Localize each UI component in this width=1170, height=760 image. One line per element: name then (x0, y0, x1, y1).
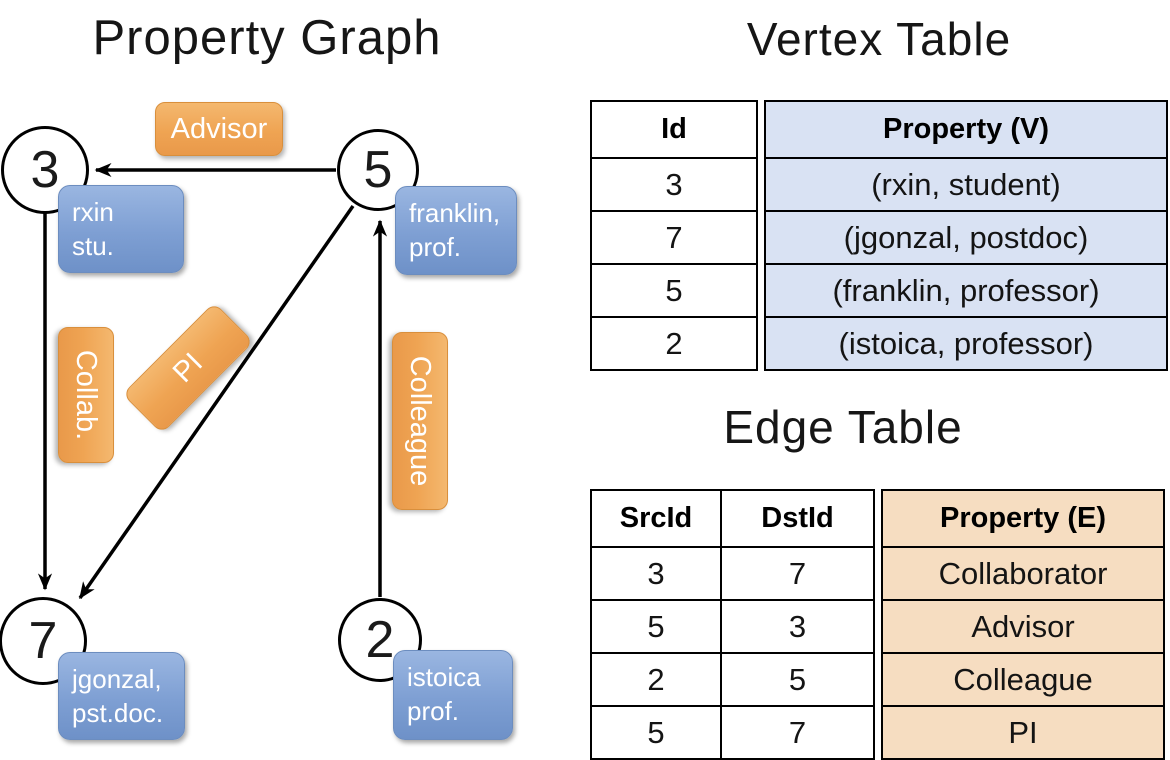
edge-property-header: Property (E) (881, 489, 1165, 548)
table-row: (rxin, student) (764, 157, 1168, 212)
vertex-property-cell: (rxin, student) (764, 157, 1168, 212)
vertex-property-line: istoica (407, 662, 481, 692)
node-id-label: 7 (28, 612, 58, 670)
vertex-property-header: Property (V) (764, 100, 1168, 159)
edge-5-to-7 (78, 204, 355, 600)
edge-src-dst-table: SrcId DstId 3 7 5 3 2 5 5 (590, 489, 875, 760)
vertex-property-line: prof. (407, 696, 460, 727)
vertex-property-box-5: franklin, prof. (395, 186, 517, 275)
node-id-label: 2 (365, 611, 395, 669)
table-row: Advisor (881, 599, 1165, 654)
graph-edges (37, 162, 388, 600)
node-id-label: 5 (363, 141, 393, 199)
vertex-property-line: rxin (72, 197, 114, 227)
graph-node-2: 2 (338, 598, 422, 682)
edge-srcid-cell: 3 (590, 546, 722, 601)
edge-srcid-cell: 5 (590, 599, 722, 654)
table-row: 5 (590, 263, 758, 318)
edge-label-advisor: Advisor (155, 102, 283, 156)
vertex-table: Id 3 7 5 2 Property (V) (rxin, student) … (590, 100, 1168, 371)
table-row: (franklin, professor) (764, 263, 1168, 318)
table-row: Collaborator (881, 546, 1165, 601)
edge-srcid-cell: 2 (590, 652, 722, 707)
table-row: 2 5 (590, 652, 875, 707)
table-row: PI (881, 705, 1165, 760)
edge-dstid-cell: 7 (720, 705, 875, 760)
vertex-id-table: Id 3 7 5 2 (590, 100, 758, 371)
vertex-id-cell: 2 (590, 316, 758, 371)
vertex-property-line: pst.doc. (72, 698, 164, 729)
table-row: (jgonzal, postdoc) (764, 210, 1168, 265)
edge-property-cell: Colleague (881, 652, 1165, 707)
property-graph-title: Property Graph (92, 11, 442, 65)
vertex-property-line: stu. (72, 231, 114, 262)
vertex-property-table: Property (V) (rxin, student) (jgonzal, p… (764, 100, 1168, 371)
table-row: 3 7 (590, 546, 875, 601)
vertex-property-box-3: rxin stu. (58, 185, 184, 273)
vertex-property-box-7: jgonzal, pst.doc. (58, 652, 185, 740)
vertex-property-cell: (jgonzal, postdoc) (764, 210, 1168, 265)
edge-property-cell: Advisor (881, 599, 1165, 654)
edge-dstid-cell: 3 (720, 599, 875, 654)
node-id-label: 3 (30, 141, 60, 199)
table-row: 5 3 (590, 599, 875, 654)
vertex-id-header: Id (590, 100, 758, 159)
vertex-property-cell: (franklin, professor) (764, 263, 1168, 318)
property-graph-panel: Property Graph 3 5 7 2 rxin stu. (0, 0, 570, 760)
table-row: 3 (590, 157, 758, 212)
vertex-table-title: Vertex Table (746, 13, 1012, 65)
table-row: 7 (590, 210, 758, 265)
vertex-id-cell: 3 (590, 157, 758, 212)
vertex-property-line: prof. (409, 232, 462, 263)
table-row: 5 7 (590, 705, 875, 760)
vertex-id-cell: 7 (590, 210, 758, 265)
edge-property-cell: Collaborator (881, 546, 1165, 601)
vertex-property-line: franklin, (409, 198, 501, 228)
table-row: 2 (590, 316, 758, 371)
vertex-property-box-2: istoica prof. (393, 650, 513, 740)
edge-property-cell: PI (881, 705, 1165, 760)
edge-label-collab: Collab. (58, 327, 114, 463)
table-row: Colleague (881, 652, 1165, 707)
edge-srcid-header: SrcId (590, 489, 722, 548)
edge-dstid-cell: 7 (720, 546, 875, 601)
vertex-property-cell: (istoica, professor) (764, 316, 1168, 371)
table-row: (istoica, professor) (764, 316, 1168, 371)
edge-label-colleague: Colleague (392, 332, 448, 510)
vertex-id-cell: 5 (590, 263, 758, 318)
graph-node-5: 5 (337, 129, 419, 211)
vertex-property-line: jgonzal, (72, 664, 162, 694)
edge-srcid-cell: 5 (590, 705, 722, 760)
edge-dstid-header: DstId (720, 489, 875, 548)
edge-table-title: Edge Table (723, 401, 963, 453)
edge-dstid-cell: 5 (720, 652, 875, 707)
edge-table: SrcId DstId 3 7 5 3 2 5 5 (590, 489, 1165, 760)
edge-property-table: Property (E) Collaborator Advisor Collea… (881, 489, 1165, 760)
